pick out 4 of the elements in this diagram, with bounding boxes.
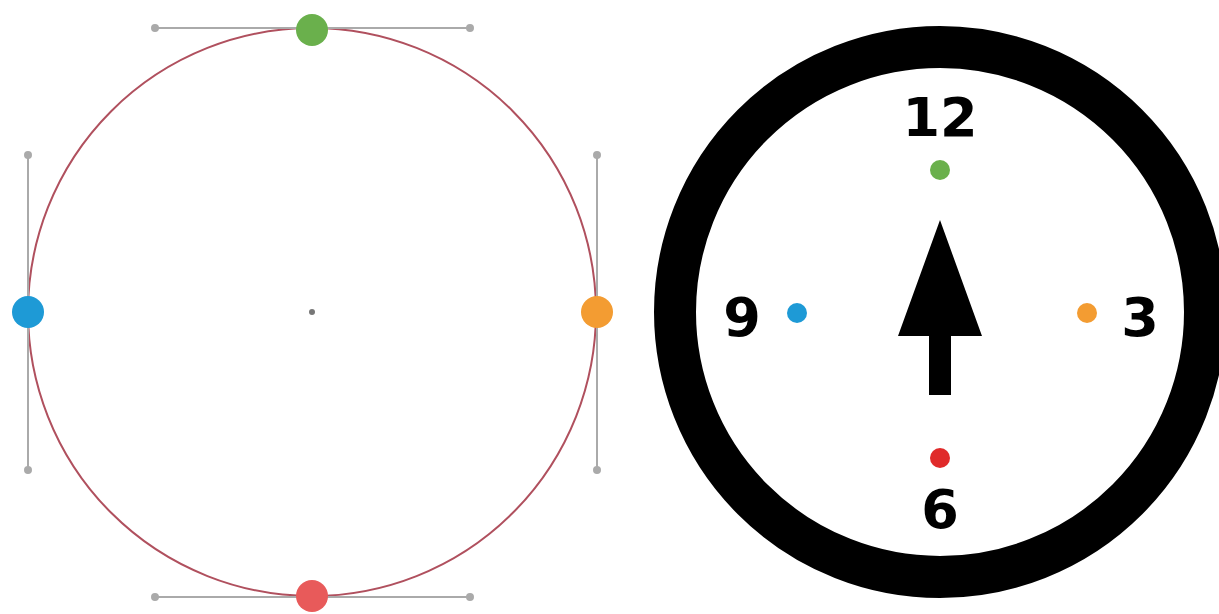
clock-numeral: 6 xyxy=(921,483,959,537)
clock-numeral: 3 xyxy=(1121,291,1159,345)
clock-numeral: 12 xyxy=(902,91,978,145)
clock-numeral: 9 xyxy=(723,291,761,345)
